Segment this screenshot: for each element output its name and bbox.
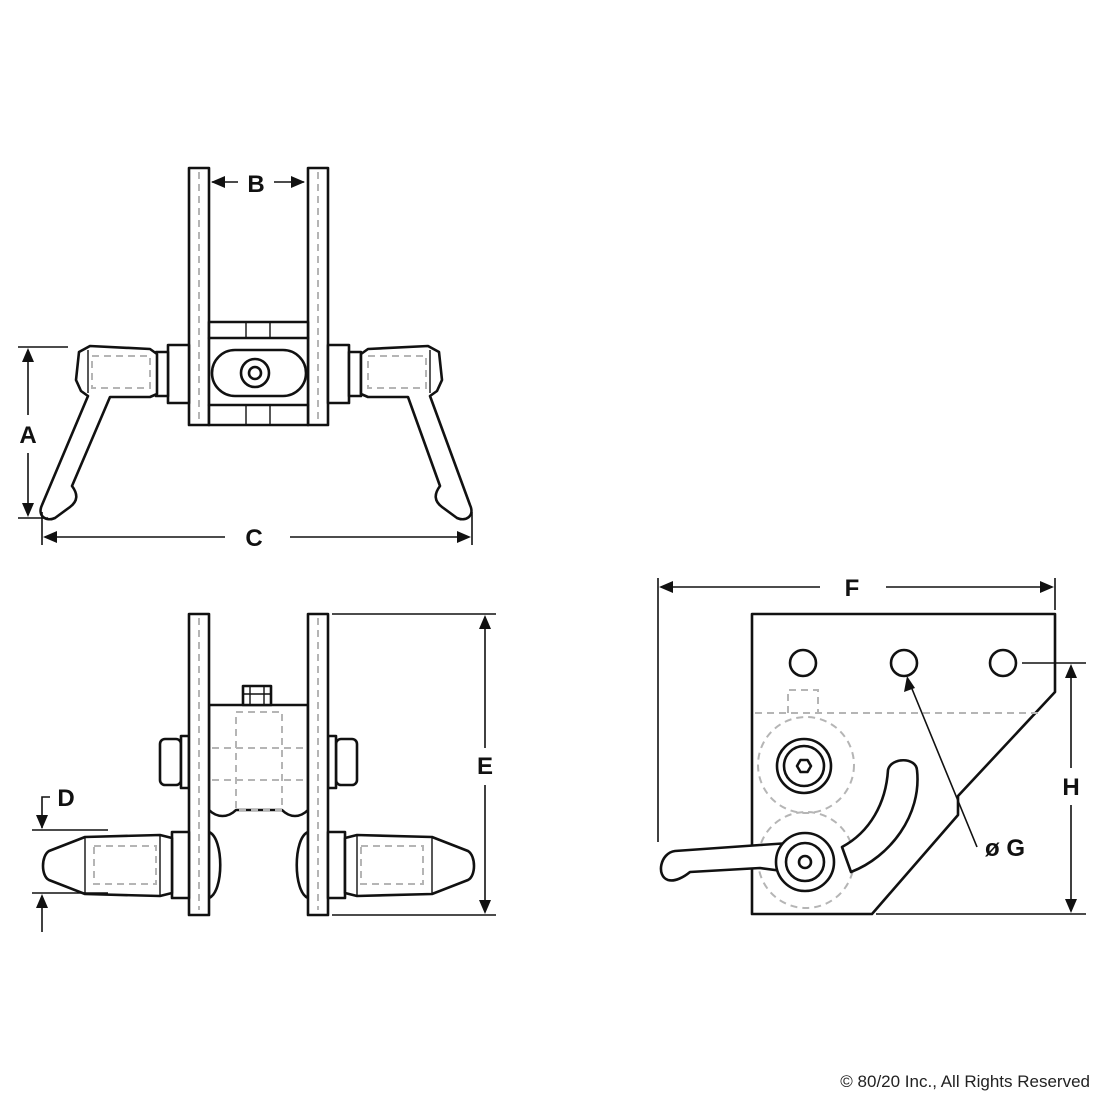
- front-left-handle: [41, 833, 174, 898]
- dimension-e: E: [332, 613, 496, 916]
- label-e: E: [477, 753, 493, 780]
- top-view: [39, 166, 473, 521]
- side-view: [659, 612, 1057, 916]
- dimension-g: ø G: [904, 676, 1025, 862]
- side-lever: [659, 841, 792, 882]
- dimension-d: D: [32, 785, 108, 932]
- dimension-c: C: [41, 512, 473, 552]
- dimension-b: B: [211, 171, 305, 198]
- side-curved-slot: [840, 758, 919, 874]
- side-upper-bolt: [775, 737, 833, 795]
- side-hole-3: [988, 648, 1018, 678]
- top-right-handle: [359, 344, 473, 521]
- top-slot: [210, 348, 308, 398]
- label-f: F: [845, 575, 860, 602]
- dimension-a: A: [18, 346, 68, 519]
- top-bolt-outer: [239, 357, 271, 389]
- side-lower-bolt: [774, 831, 836, 893]
- front-right-handle: [343, 833, 476, 898]
- label-h: H: [1062, 774, 1079, 801]
- label-g: ø G: [985, 835, 1025, 862]
- label-c: C: [245, 525, 262, 552]
- label-d: D: [57, 785, 74, 812]
- dimension-f: F: [657, 575, 1056, 842]
- side-hole-1: [788, 648, 818, 678]
- front-top-knob: [241, 684, 273, 707]
- front-view: [41, 612, 476, 917]
- front-center-body: [207, 703, 310, 818]
- dimension-h: H: [876, 662, 1086, 915]
- label-a: A: [19, 422, 36, 449]
- copyright-notice: © 80/20 Inc., All Rights Reserved: [840, 1072, 1090, 1091]
- side-hole-2: [889, 648, 919, 678]
- top-left-handle: [39, 344, 159, 521]
- label-b: B: [247, 171, 264, 198]
